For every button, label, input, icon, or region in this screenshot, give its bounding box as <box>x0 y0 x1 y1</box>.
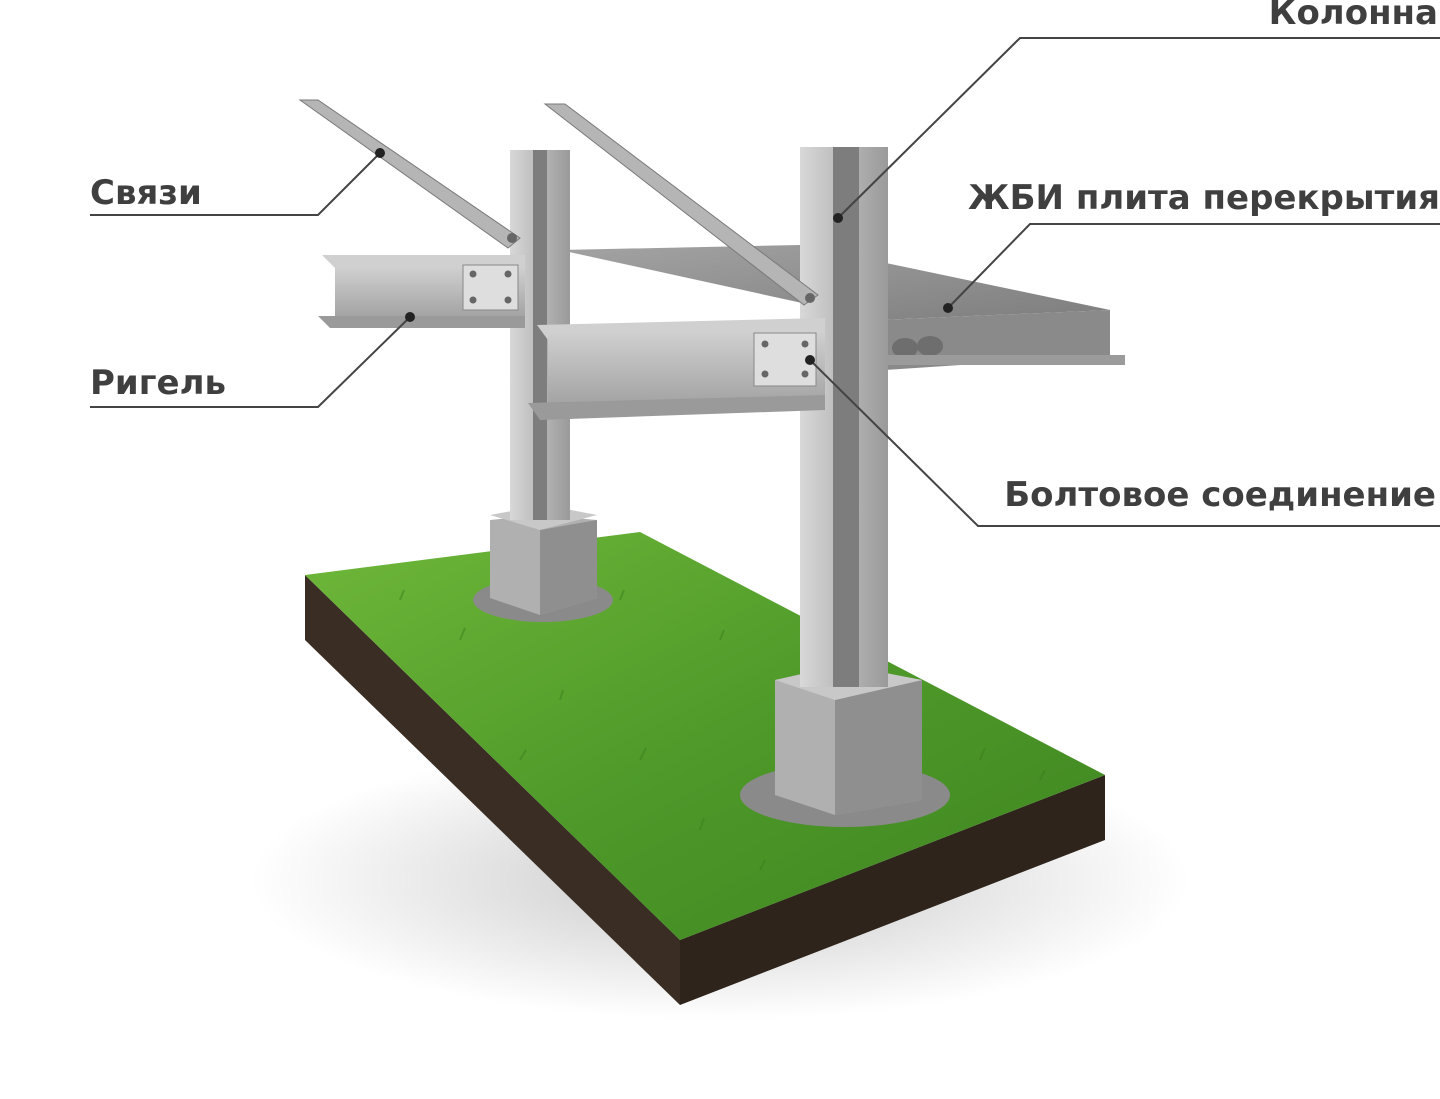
front-crossbar <box>528 318 825 420</box>
label-slab: ЖБИ плита перекрытия <box>968 178 1440 218</box>
leader-lines <box>90 37 1440 527</box>
label-braces: Связи <box>90 173 202 213</box>
leader-bolted-joint <box>809 359 1440 527</box>
leader-crossbar <box>90 316 411 408</box>
back-foundation <box>473 505 613 622</box>
diagonal-braces <box>298 99 819 306</box>
grass-top <box>305 532 1105 940</box>
leader-column <box>837 37 1440 219</box>
label-bolted-joint: Болтовое соединение <box>1004 475 1436 515</box>
leader-slab <box>947 223 1440 309</box>
label-column: Колонна <box>1268 0 1438 33</box>
leader-braces <box>90 152 381 216</box>
leader-dots <box>375 148 953 365</box>
front-column <box>800 147 888 687</box>
label-crossbar: Ригель <box>90 363 226 403</box>
left-crossbar <box>318 255 525 328</box>
soil-block <box>305 575 1105 1005</box>
front-foundation <box>740 665 950 827</box>
